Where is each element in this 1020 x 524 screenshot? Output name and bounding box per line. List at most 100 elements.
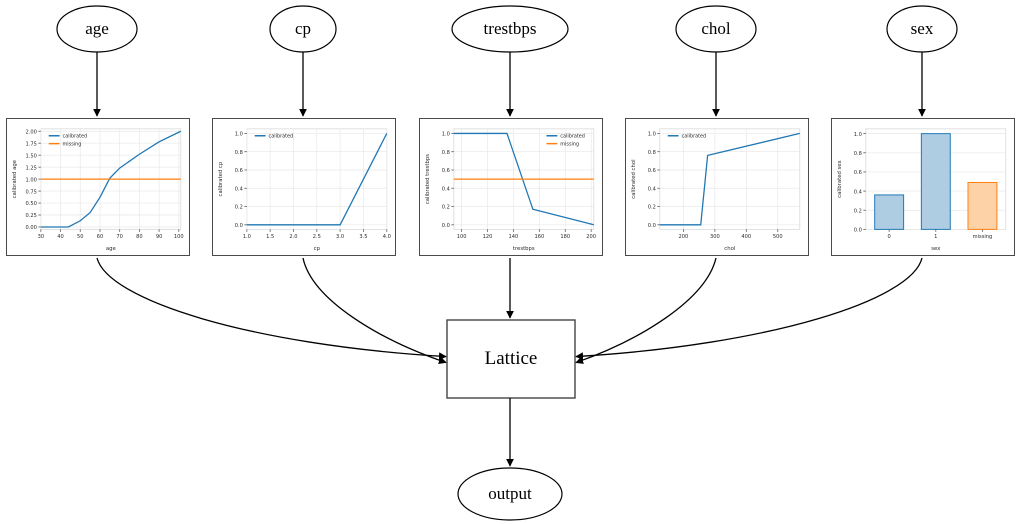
svg-text:0.8: 0.8 bbox=[854, 151, 862, 157]
svg-text:180: 180 bbox=[560, 234, 570, 240]
svg-text:60: 60 bbox=[97, 234, 104, 240]
svg-text:1.0: 1.0 bbox=[243, 234, 251, 240]
legend-label-missing: missing bbox=[63, 142, 82, 148]
chart-panel-chol: 0.0 0.2 0.4 0.6 0.8 1.0 200 300 400 500 chol calibr… bbox=[625, 118, 809, 256]
svg-text:120: 120 bbox=[483, 234, 493, 240]
svg-text:0.4: 0.4 bbox=[235, 186, 243, 192]
svg-text:0.6: 0.6 bbox=[235, 168, 243, 174]
svg-text:90: 90 bbox=[156, 234, 163, 240]
svg-text:400: 400 bbox=[741, 234, 751, 240]
node-output[interactable] bbox=[457, 467, 563, 521]
series-calibrated bbox=[246, 133, 388, 226]
svg-text:140: 140 bbox=[509, 234, 519, 240]
series-calibrated bbox=[40, 130, 182, 228]
svg-text:2.0: 2.0 bbox=[289, 234, 297, 240]
svg-text:100: 100 bbox=[457, 234, 467, 240]
age-plot-xlabel: age bbox=[106, 246, 116, 252]
svg-text:300: 300 bbox=[710, 234, 720, 240]
svg-text:1.00: 1.00 bbox=[26, 177, 37, 183]
svg-text:0.2: 0.2 bbox=[442, 205, 450, 211]
legend-label-calibrated: calibrated bbox=[560, 134, 585, 140]
series-calibrated bbox=[659, 132, 800, 226]
svg-text:1.5: 1.5 bbox=[266, 234, 274, 240]
chol-plot-ylabel: calibrated chol bbox=[631, 159, 637, 198]
svg-text:200: 200 bbox=[679, 234, 689, 240]
svg-text:0.8: 0.8 bbox=[648, 150, 656, 156]
svg-text:1.0: 1.0 bbox=[648, 132, 656, 138]
svg-text:0.6: 0.6 bbox=[854, 170, 862, 176]
svg-text:30: 30 bbox=[38, 234, 45, 240]
svg-text:80: 80 bbox=[136, 234, 143, 240]
node-cp[interactable] bbox=[269, 5, 337, 53]
chol-plot: 0.0 0.2 0.4 0.6 0.8 1.0 200 300 400 500 chol calibr… bbox=[626, 119, 808, 255]
trestbps-plot-ylabel: calibrated trestbps bbox=[425, 154, 431, 204]
sex-plot-xlabel: sex bbox=[931, 246, 940, 252]
node-sex[interactable] bbox=[886, 5, 958, 53]
series-calibrated bbox=[453, 132, 594, 226]
legend-label-calibrated: calibrated bbox=[269, 134, 294, 140]
svg-text:0.2: 0.2 bbox=[648, 205, 656, 211]
svg-text:0.50: 0.50 bbox=[26, 201, 37, 207]
svg-text:0.4: 0.4 bbox=[854, 189, 862, 195]
trestbps-plot-xlabel: trestbps bbox=[513, 246, 535, 252]
svg-text:0.0: 0.0 bbox=[442, 223, 450, 229]
svg-text:160: 160 bbox=[534, 234, 544, 240]
svg-text:0.0: 0.0 bbox=[648, 223, 656, 229]
node-lattice[interactable] bbox=[446, 319, 576, 399]
legend-label-calibrated: calibrated bbox=[63, 134, 88, 140]
legend-label-calibrated: calibrated bbox=[682, 134, 707, 140]
svg-text:0.8: 0.8 bbox=[442, 150, 450, 156]
chol-plot-xlabel: chol bbox=[724, 246, 735, 252]
svg-text:0.0: 0.0 bbox=[235, 223, 243, 229]
cp-plot-xlabel: cp bbox=[314, 246, 321, 252]
cp-plot-ylabel: calibrated cp bbox=[218, 161, 224, 196]
svg-text:1.25: 1.25 bbox=[26, 165, 37, 171]
bar-0 bbox=[874, 194, 905, 230]
bar-1 bbox=[920, 133, 951, 230]
svg-text:100: 100 bbox=[174, 234, 184, 240]
svg-text:0.4: 0.4 bbox=[648, 186, 656, 192]
svg-text:0: 0 bbox=[888, 234, 891, 240]
svg-text:1: 1 bbox=[934, 234, 937, 240]
svg-text:200: 200 bbox=[586, 234, 596, 240]
svg-text:0.6: 0.6 bbox=[442, 168, 450, 174]
svg-text:500: 500 bbox=[773, 234, 783, 240]
edge-cp-plot-to-lattice bbox=[302, 257, 447, 364]
svg-text:70: 70 bbox=[116, 234, 123, 240]
svg-text:3.0: 3.0 bbox=[336, 234, 344, 240]
age-plot-ylabel: calibrated age bbox=[12, 160, 18, 198]
bar-missing bbox=[967, 181, 998, 230]
svg-text:3.5: 3.5 bbox=[359, 234, 367, 240]
svg-text:0.2: 0.2 bbox=[854, 208, 862, 214]
svg-text:0.25: 0.25 bbox=[26, 213, 37, 219]
svg-text:1.0: 1.0 bbox=[235, 132, 243, 138]
svg-text:2.00: 2.00 bbox=[26, 129, 37, 135]
svg-text:50: 50 bbox=[77, 234, 84, 240]
svg-text:0.00: 0.00 bbox=[26, 225, 37, 231]
svg-text:0.0: 0.0 bbox=[854, 228, 862, 234]
svg-text:1.75: 1.75 bbox=[26, 141, 37, 147]
svg-text:1.50: 1.50 bbox=[26, 153, 37, 159]
svg-text:4.0: 4.0 bbox=[383, 234, 391, 240]
svg-text:missing: missing bbox=[973, 234, 993, 240]
svg-text:0.75: 0.75 bbox=[26, 189, 37, 195]
node-trestbps[interactable] bbox=[451, 5, 569, 53]
sex-plot-ylabel: calibrated sex bbox=[837, 160, 843, 197]
svg-text:0.8: 0.8 bbox=[235, 150, 243, 156]
edge-sex-plot-to-lattice bbox=[575, 257, 923, 361]
node-age[interactable] bbox=[56, 5, 138, 53]
svg-text:0.4: 0.4 bbox=[442, 186, 450, 192]
legend-label-missing: missing bbox=[560, 142, 579, 148]
svg-text:0.6: 0.6 bbox=[648, 168, 656, 174]
edge-age-plot-to-lattice bbox=[96, 257, 447, 361]
node-chol[interactable] bbox=[675, 5, 757, 53]
